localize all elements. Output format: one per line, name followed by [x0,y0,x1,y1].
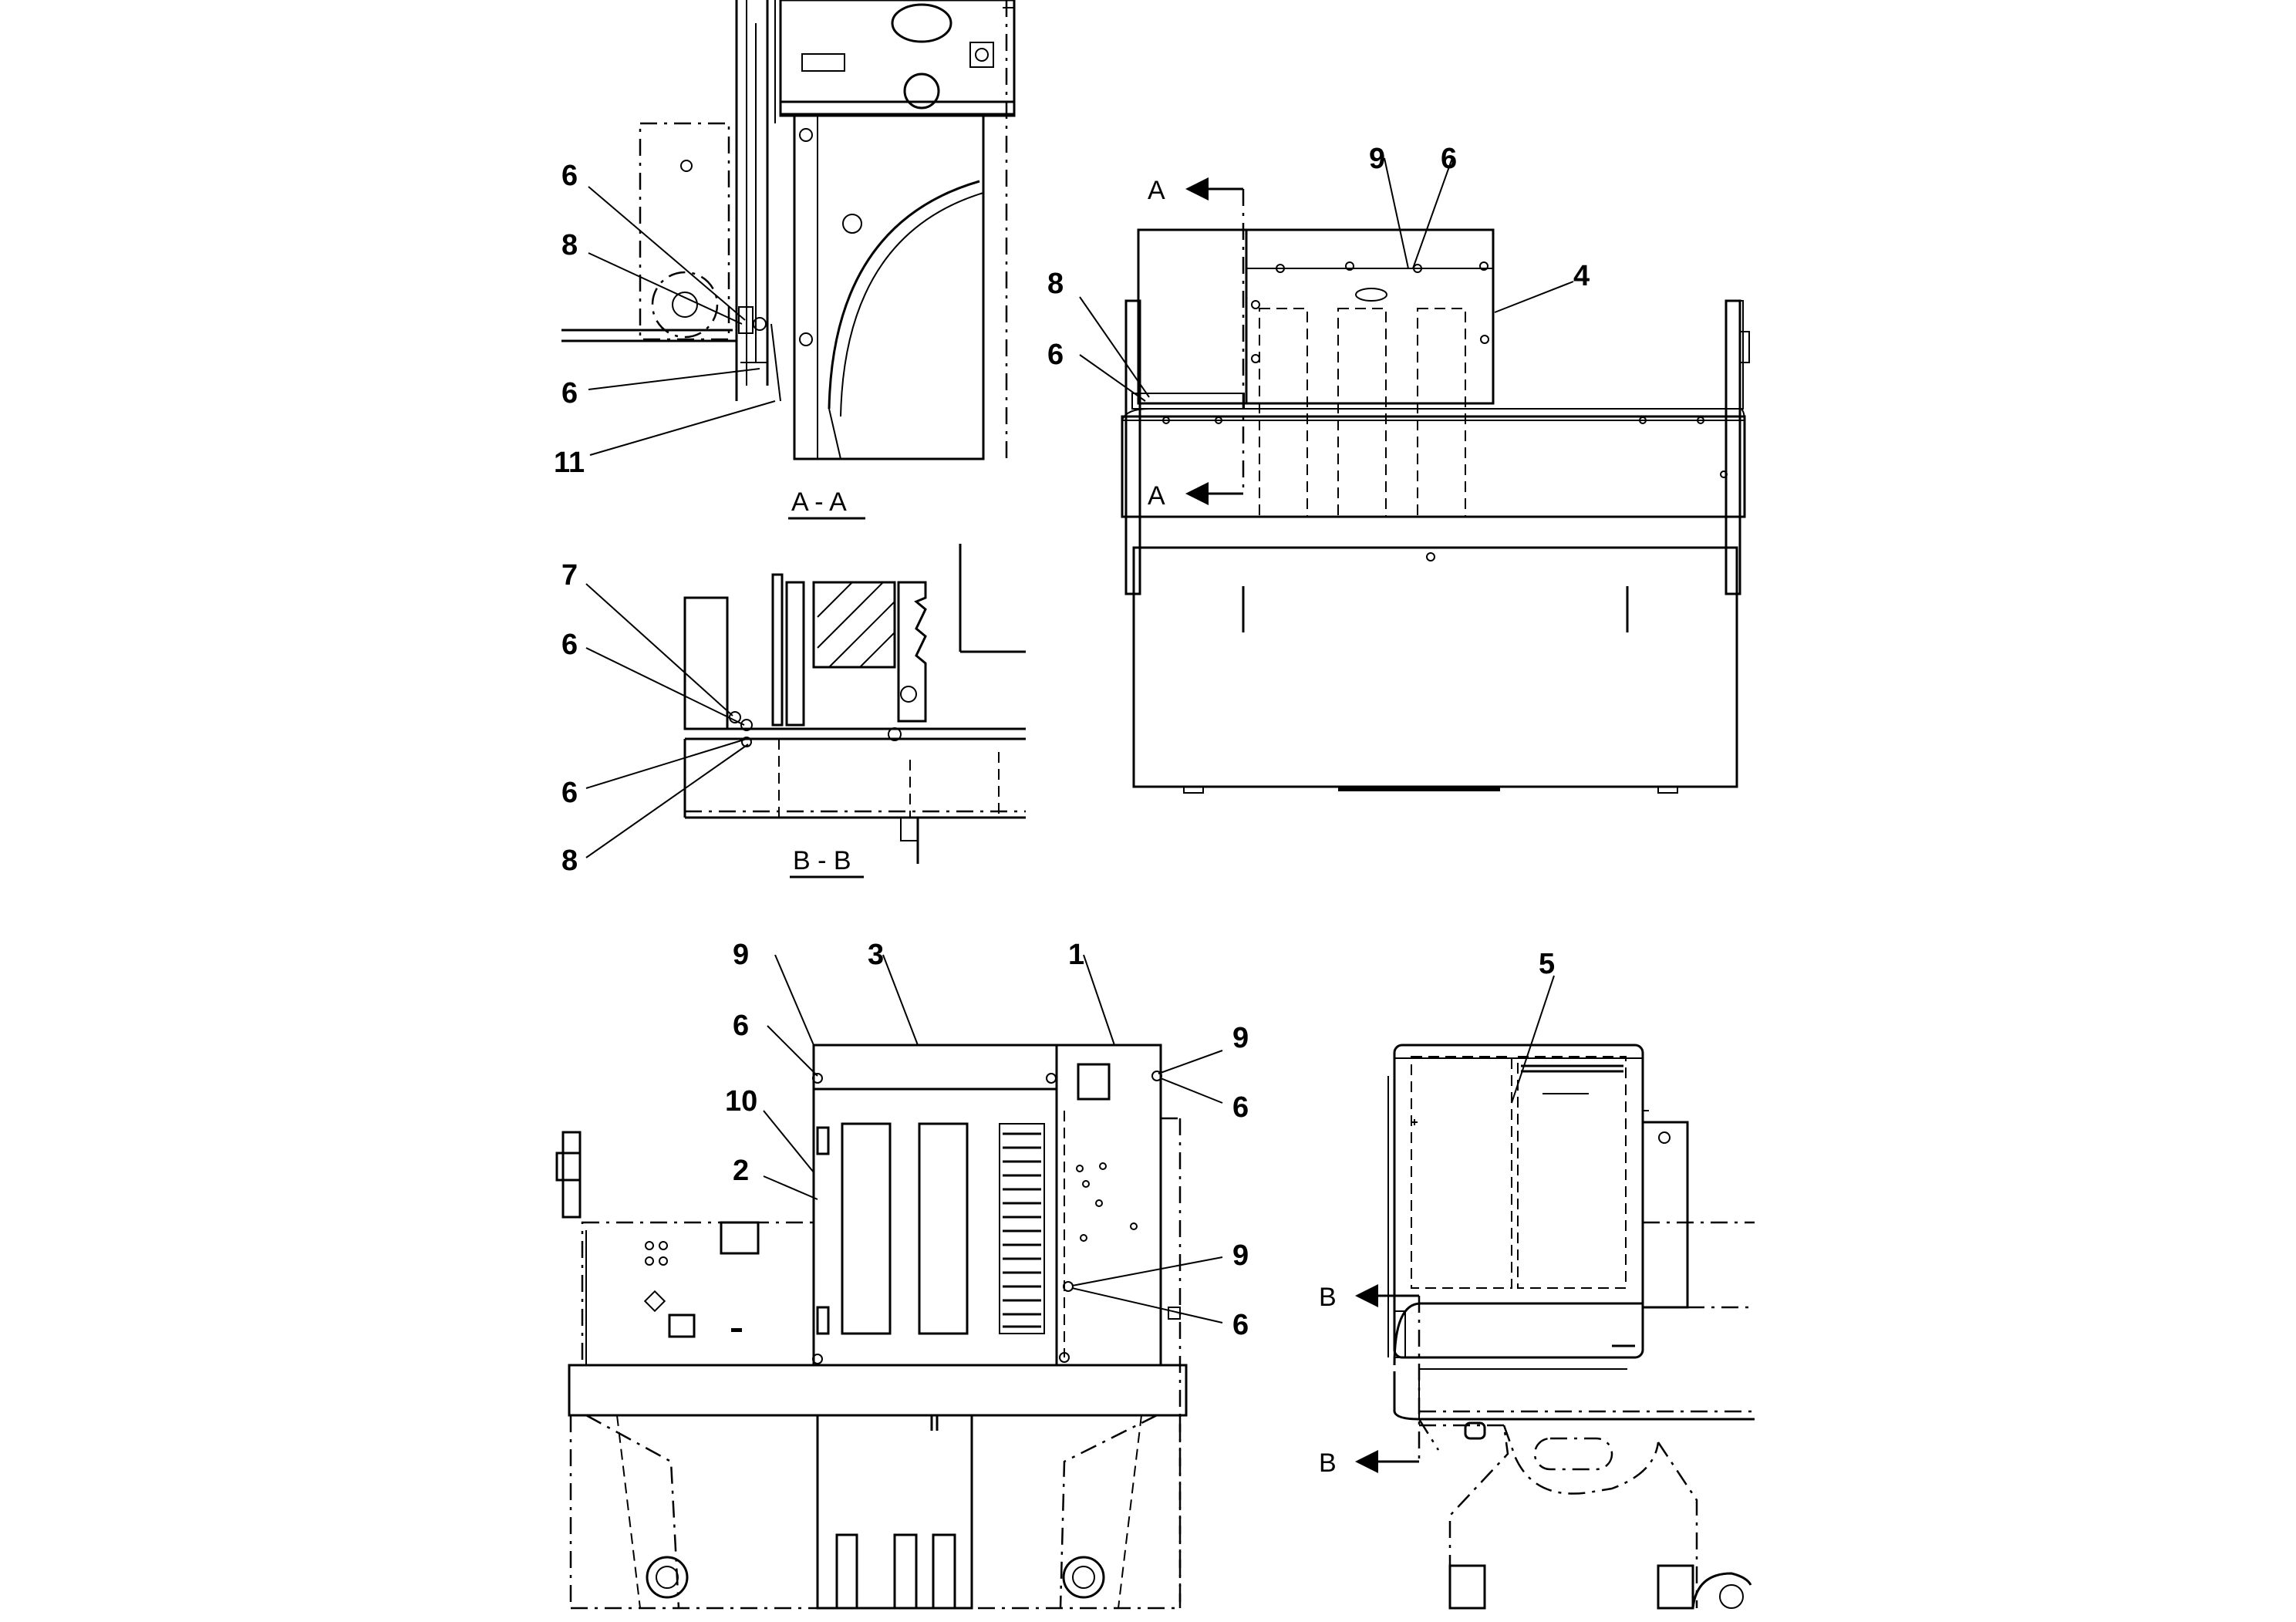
callout-aa-11: 11 [554,447,585,479]
section-label-bb: B - B [793,846,851,875]
callout-top-4: 4 [1573,260,1590,292]
callout-front-6a: 6 [733,1010,749,1042]
callout-front-9a: 9 [733,939,749,971]
callout-front-6b: 6 [1232,1091,1249,1124]
section-arrow-a-top: A [1148,176,1165,205]
callout-top-6b: 6 [1047,339,1064,371]
callout-front-6c: 6 [1232,1309,1249,1341]
callout-side-5: 5 [1539,948,1555,980]
section-arrow-b-bottom: B [1319,1448,1337,1478]
callout-front-9c: 9 [1232,1239,1249,1272]
section-aa-view [561,0,1016,460]
callout-front-10: 10 [725,1085,757,1118]
section-label-aa: A - A [791,487,847,517]
callout-front-3: 3 [868,939,884,971]
callout-top-6a: 6 [1441,143,1457,175]
section-arrow-a-bottom: A [1148,481,1165,511]
callout-aa-6b: 6 [561,377,578,410]
callout-front-9b: 9 [1232,1022,1249,1054]
section-arrow-b-top: B [1319,1283,1337,1312]
callout-bb-7: 7 [561,559,578,592]
callout-top-8: 8 [1047,268,1064,300]
callout-front-2: 2 [733,1155,749,1187]
section-bb-view [585,544,1026,864]
callout-bb-6a: 6 [561,629,578,661]
callout-top-9: 9 [1369,143,1385,175]
side-view [1355,975,1755,1610]
louver-grille [999,1123,1045,1334]
callout-front-1: 1 [1068,939,1084,971]
callout-bb-6b: 6 [561,777,578,809]
callout-bb-8: 8 [561,845,578,877]
top-view [1079,157,1750,794]
front-view [555,954,1223,1610]
callout-aa-6a: 6 [561,160,578,192]
callout-aa-8: 8 [561,229,578,261]
